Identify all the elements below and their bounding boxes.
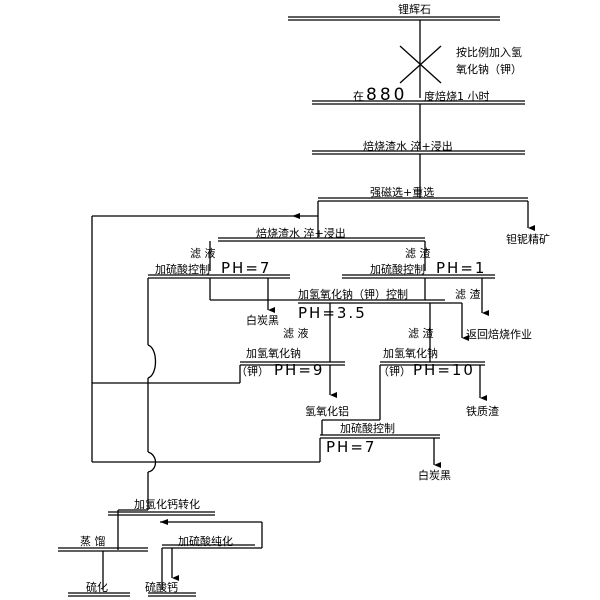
ph-1: PH=1 bbox=[436, 259, 487, 277]
feed-bars bbox=[288, 16, 500, 21]
filtrate-label-1: 滤 液 bbox=[190, 247, 216, 260]
naoh-control: 加氢氧化钠（钾）控制 bbox=[298, 288, 408, 301]
calcium-conversion: 加氢化钙转化 bbox=[134, 498, 200, 511]
white-carbon-black-1: 白炭黑 bbox=[246, 314, 279, 327]
roast-temperature: 880 bbox=[366, 85, 408, 105]
acid-control-3: 加硫酸控制 bbox=[340, 422, 395, 435]
acid-control-2: 加硫酸控制 bbox=[370, 263, 425, 276]
mix-note-line1: 按比例加入氢 bbox=[456, 46, 522, 59]
ph-9: PH=9 bbox=[274, 361, 325, 379]
return-to-roasting: 返回焙烧作业 bbox=[466, 328, 532, 341]
ph-10: PH=10 bbox=[413, 361, 475, 379]
mixing-cross-icon bbox=[399, 45, 442, 84]
naoh-right: 加氢氧化钠 bbox=[383, 347, 438, 360]
roast-prefix: 在 bbox=[353, 90, 364, 103]
leach-step-2: 焙烧渣水 淬+浸出 bbox=[256, 227, 346, 240]
mix-note-line2: 氧化钠（钾） bbox=[456, 63, 522, 76]
ph-7-first: PH=7 bbox=[221, 259, 272, 277]
product-calcium-sulfate: 硫酸钙 bbox=[145, 581, 178, 594]
separation-step: 强磁选+重选 bbox=[370, 186, 435, 199]
residue-label-3: 滤 渣 bbox=[408, 327, 434, 340]
acid-control-1: 加硫酸控制 bbox=[155, 263, 210, 276]
filtrate-label-2: 滤 液 bbox=[283, 327, 309, 340]
ph-7-second: PH=7 bbox=[326, 438, 377, 456]
iron-residue: 铁质渣 bbox=[466, 405, 499, 418]
roast-suffix: 度焙烧1 小时 bbox=[424, 90, 490, 103]
ph-3-5: PH=3.5 bbox=[298, 304, 367, 322]
residue-label-1: 滤 渣 bbox=[405, 247, 431, 260]
raw-material-label: 锂辉石 bbox=[398, 3, 431, 16]
leach-step-1: 焙烧渣水 淬+浸出 bbox=[363, 140, 453, 153]
residue-label-2: 滤 渣 bbox=[455, 288, 481, 301]
product-lithium: 硫化 bbox=[86, 581, 108, 594]
white-carbon-black-2: 白炭黑 bbox=[418, 469, 451, 482]
potassium-left: （钾） bbox=[236, 365, 269, 378]
tantalum-niobium-concentrate: 钽铌精矿 bbox=[506, 233, 550, 246]
evaporation-step: 蒸 馏 bbox=[80, 535, 106, 548]
acid-purification: 加硫酸纯化 bbox=[178, 535, 233, 548]
naoh-left: 加氢氧化钠 bbox=[246, 347, 301, 360]
aluminum-hydroxide: 氢氧化铝 bbox=[305, 405, 349, 418]
potassium-right: （钾） bbox=[378, 365, 411, 378]
